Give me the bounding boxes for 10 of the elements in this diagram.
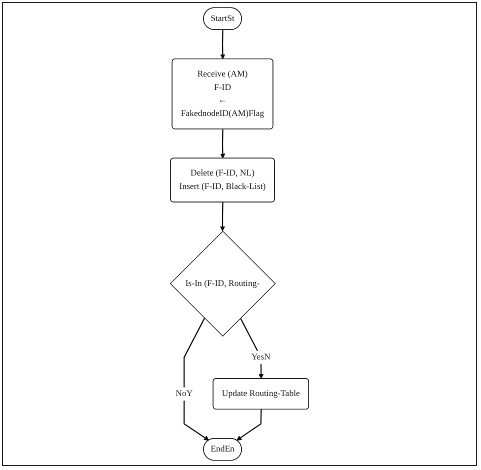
arrow xyxy=(184,318,210,441)
arrow xyxy=(240,318,264,380)
arrow xyxy=(220,129,226,159)
arrow xyxy=(220,30,226,60)
edge-label: YesN xyxy=(251,352,270,362)
arrow xyxy=(220,202,226,232)
diagram-frame: YesN NoY StartSt Receive (AM) F-ID ← FakednodeID(AM)Flag Delete (F-ID, NL) Insert (F-ID, Black-List) Is-In (F-ID, Routing- Update Routing-Table EndEn xyxy=(2,2,477,466)
edge-label: NoY xyxy=(176,389,193,398)
arrow xyxy=(236,409,262,441)
node-diamond xyxy=(170,230,276,337)
